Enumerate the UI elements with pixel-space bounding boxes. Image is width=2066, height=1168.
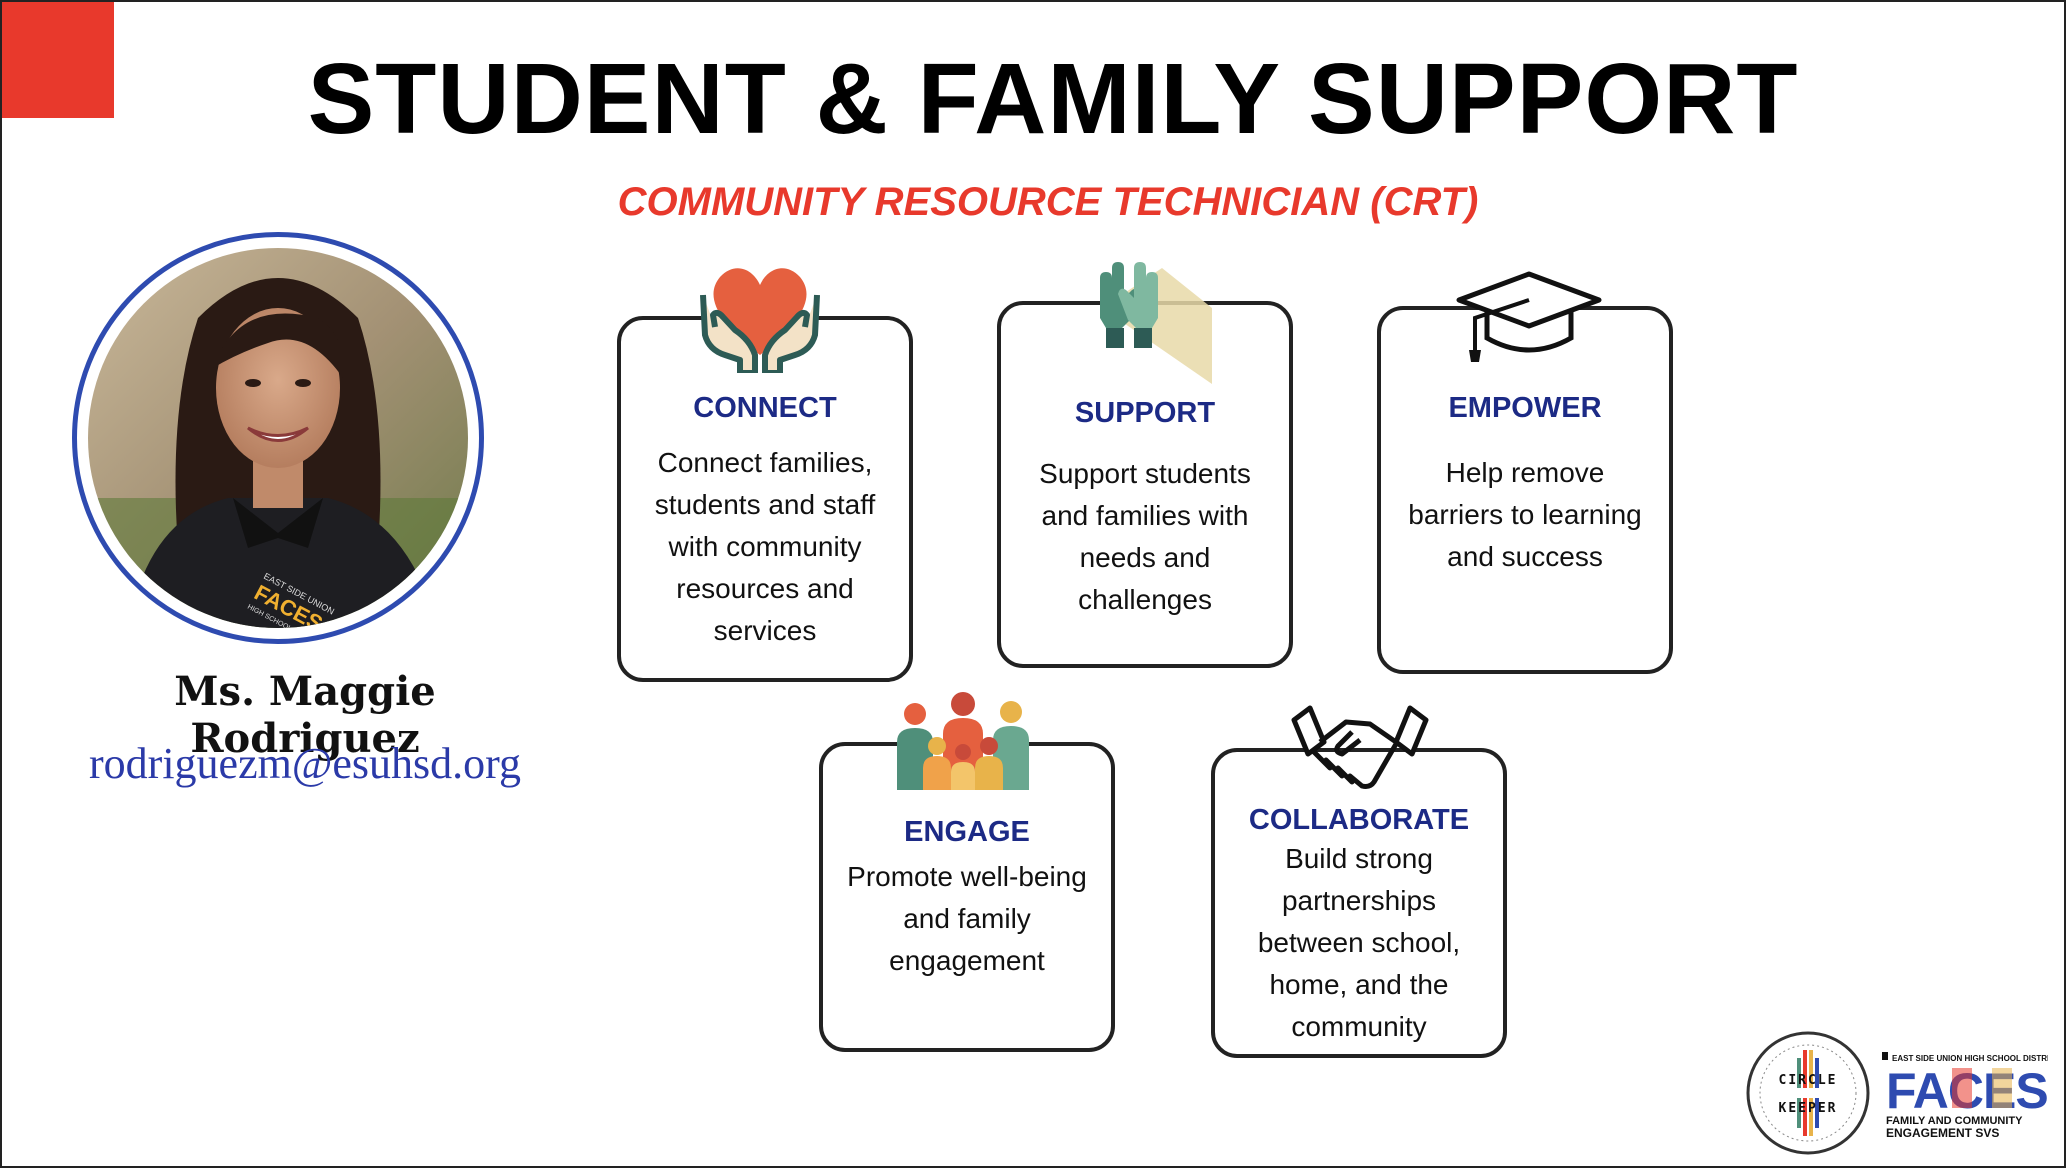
card-support-text: Support students and families with needs… xyxy=(1011,453,1279,621)
profile-photo-frame: EAST SIDE UNION FACES HIGH SCHOOL DISTRI… xyxy=(72,232,484,644)
text-line: Support students xyxy=(1039,458,1251,489)
faces-line1: FAMILY AND COMMUNITY xyxy=(1886,1115,2023,1127)
card-empower: EMPOWER Help remove barriers to learning… xyxy=(1377,306,1673,674)
person-email-link[interactable]: rodriguezm@esuhsd.org xyxy=(89,739,521,788)
faces-district-text: EAST SIDE UNION HIGH SCHOOL DISTRICT xyxy=(1892,1054,2048,1063)
text-line: engagement xyxy=(889,945,1045,976)
card-engage-text: Promote well-being and family engagement xyxy=(833,856,1101,982)
red-corner-accent xyxy=(2,2,114,118)
card-support-title: SUPPORT xyxy=(1074,397,1216,429)
text-line: and family xyxy=(903,903,1031,934)
card-engage: ENGAGE Promote well-being and family eng… xyxy=(819,742,1115,1052)
text-line: resources and xyxy=(676,573,854,604)
text-line: with community xyxy=(668,531,862,562)
family-group-icon xyxy=(893,690,1033,794)
card-support: SUPPORT Support students and families wi… xyxy=(997,301,1293,668)
text-line: between school, xyxy=(1257,927,1461,958)
text-line: services xyxy=(713,615,817,646)
profile-photo: EAST SIDE UNION FACES HIGH SCHOOL DISTRI… xyxy=(88,248,468,628)
text-line: Build strong xyxy=(1285,843,1433,874)
card-collaborate-text: Build strong partnerships between school… xyxy=(1225,838,1493,1048)
card-connect: CONNECT Connect families, students and s… xyxy=(617,316,913,682)
circle-keeper-logo: CIRCLE KEEPER xyxy=(1745,1030,1871,1160)
slide-title: STUDENT & FAMILY SUPPORT xyxy=(307,43,1799,155)
text-line: partnerships xyxy=(1281,885,1437,916)
faces-line2: ENGAGEMENT SVS xyxy=(1886,1126,1999,1140)
card-empower-title: EMPOWER xyxy=(1448,392,1602,424)
raised-hands-icon xyxy=(1082,248,1212,388)
circle-keeper-bottom-text: KEEPER xyxy=(1779,1101,1838,1116)
text-line: needs and xyxy=(1079,542,1211,573)
heart-in-hands-icon xyxy=(695,255,825,377)
person-name: Ms. Maggie Rodriguez xyxy=(174,668,436,762)
text-line: students and staff xyxy=(654,489,876,520)
circle-keeper-top-text: CIRCLE xyxy=(1779,1073,1838,1088)
faces-logo: EAST SIDE UNION HIGH SCHOOL DISTRICT FAC… xyxy=(1882,1052,2060,1146)
text-line: home, and the xyxy=(1269,969,1449,1000)
text-line: and success xyxy=(1447,541,1603,572)
handshake-icon xyxy=(1290,702,1430,796)
card-collaborate-title: COLLABORATE xyxy=(1248,804,1470,836)
graduation-cap-icon xyxy=(1455,270,1603,370)
text-line: barriers to learning xyxy=(1408,499,1642,530)
card-connect-text: Connect families, students and staff wit… xyxy=(631,442,899,652)
card-engage-title: ENGAGE xyxy=(904,816,1030,848)
card-empower-text: Help remove barriers to learning and suc… xyxy=(1391,452,1659,578)
text-line: challenges xyxy=(1078,584,1212,615)
card-connect-title: CONNECT xyxy=(693,392,837,424)
text-line: Promote well-being xyxy=(847,861,1087,892)
text-line: and families with xyxy=(1041,500,1249,531)
slide-subtitle: COMMUNITY RESOURCE TECHNICIAN (CRT) xyxy=(617,180,1479,224)
card-collaborate: COLLABORATE Build strong partnerships be… xyxy=(1211,748,1507,1058)
text-line: community xyxy=(1291,1011,1427,1042)
text-line: Help remove xyxy=(1445,457,1605,488)
text-line: Connect families, xyxy=(657,447,873,478)
